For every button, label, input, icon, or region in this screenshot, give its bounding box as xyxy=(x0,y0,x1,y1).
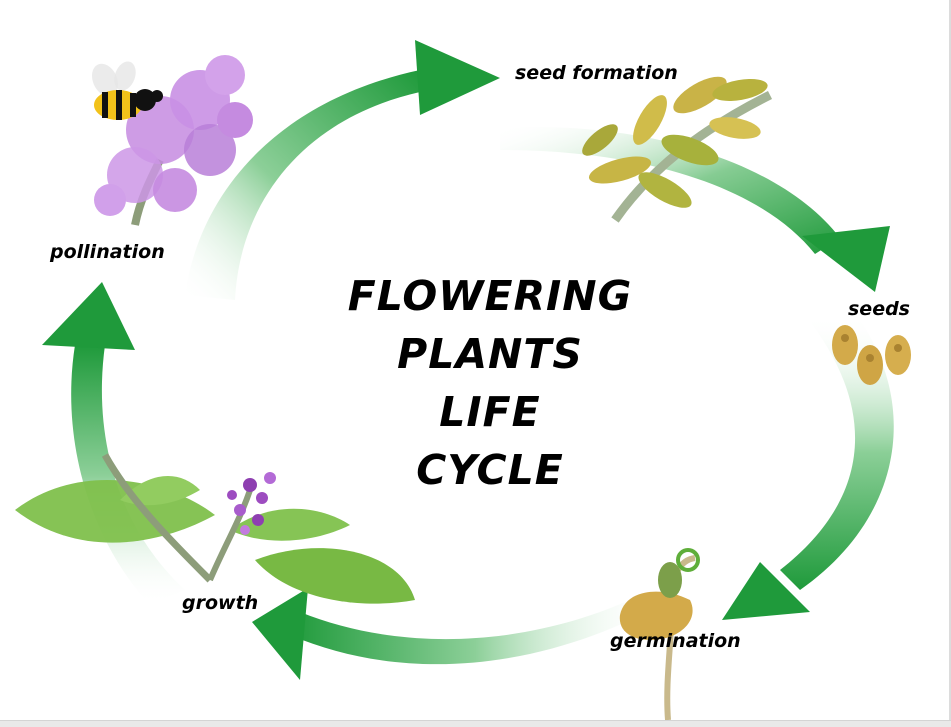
stage-label-pollination: pollination xyxy=(50,241,165,263)
stage-label-seeds: seeds xyxy=(848,298,910,320)
lilac-flower-icon xyxy=(94,55,253,226)
stage-label-seed-formation: seed formation xyxy=(515,62,678,84)
frame-edge-bottom xyxy=(0,720,951,727)
diagram-title-line-4: CYCLE xyxy=(416,446,564,494)
frame-edge-right xyxy=(949,0,951,727)
arrow-growth-to-pollination xyxy=(42,282,185,605)
seed-pod-branch-icon xyxy=(582,76,773,223)
diagram-title-line-3: LIFE xyxy=(439,388,541,436)
arrow-germination-to-growth xyxy=(252,585,660,680)
arrow-seeds-to-germination xyxy=(722,315,894,620)
arrow-pollination-to-seed-formation xyxy=(185,40,500,300)
germinating-seed-icon xyxy=(619,548,700,721)
stage-label-germination: germination xyxy=(610,630,741,652)
stage-label-growth: growth xyxy=(182,592,259,614)
young-plant-icon xyxy=(15,453,415,604)
diagram-title-line-2: PLANTS xyxy=(397,330,583,378)
bee-icon xyxy=(91,61,163,120)
diagram-title-line-1: FLOWERING xyxy=(347,272,633,320)
seeds-icon xyxy=(832,325,911,385)
